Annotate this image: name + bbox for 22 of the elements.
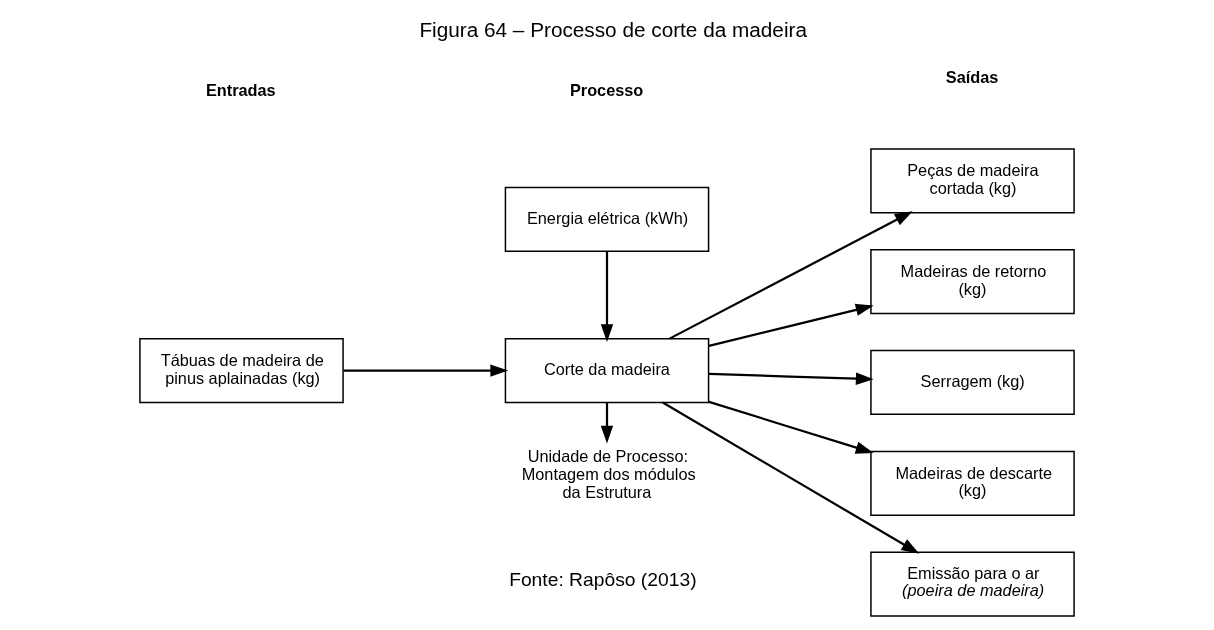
- caption: Fonte: Rapôso (2013): [509, 569, 697, 591]
- node-box: Peças de madeira cortada (kg): [870, 148, 1075, 214]
- arrow: [708, 303, 874, 348]
- node-text: Unidade de Processo: Montagem dos módulos da Estrutura: [521, 447, 696, 501]
- arrow: [600, 402, 614, 444]
- arrow: [708, 400, 874, 454]
- node-box: Serragem (kg): [870, 349, 1075, 416]
- node-box: Madeiras de descarte (kg): [870, 450, 1075, 516]
- arrow: [343, 364, 509, 377]
- label: Saídas: [945, 67, 999, 86]
- arrow: [600, 251, 614, 343]
- arrow: [669, 211, 913, 340]
- node-box: Corte da madeira: [504, 338, 710, 404]
- label: Processo: [569, 81, 644, 99]
- node-box: Energia elétrica (kWh): [504, 186, 710, 252]
- label: Entradas: [205, 81, 276, 99]
- arrow: [708, 372, 874, 385]
- arrow: [662, 401, 920, 554]
- diagram-title: Figura 64 – Processo de corte da madeira: [419, 17, 807, 41]
- node-box: Tábuas de madeira de pinus aplainadas (kg): [139, 338, 344, 404]
- node-box: Emissão para o ar (poeira de madeira): [870, 551, 1075, 617]
- node-box: Madeiras de retorno (kg): [870, 249, 1075, 315]
